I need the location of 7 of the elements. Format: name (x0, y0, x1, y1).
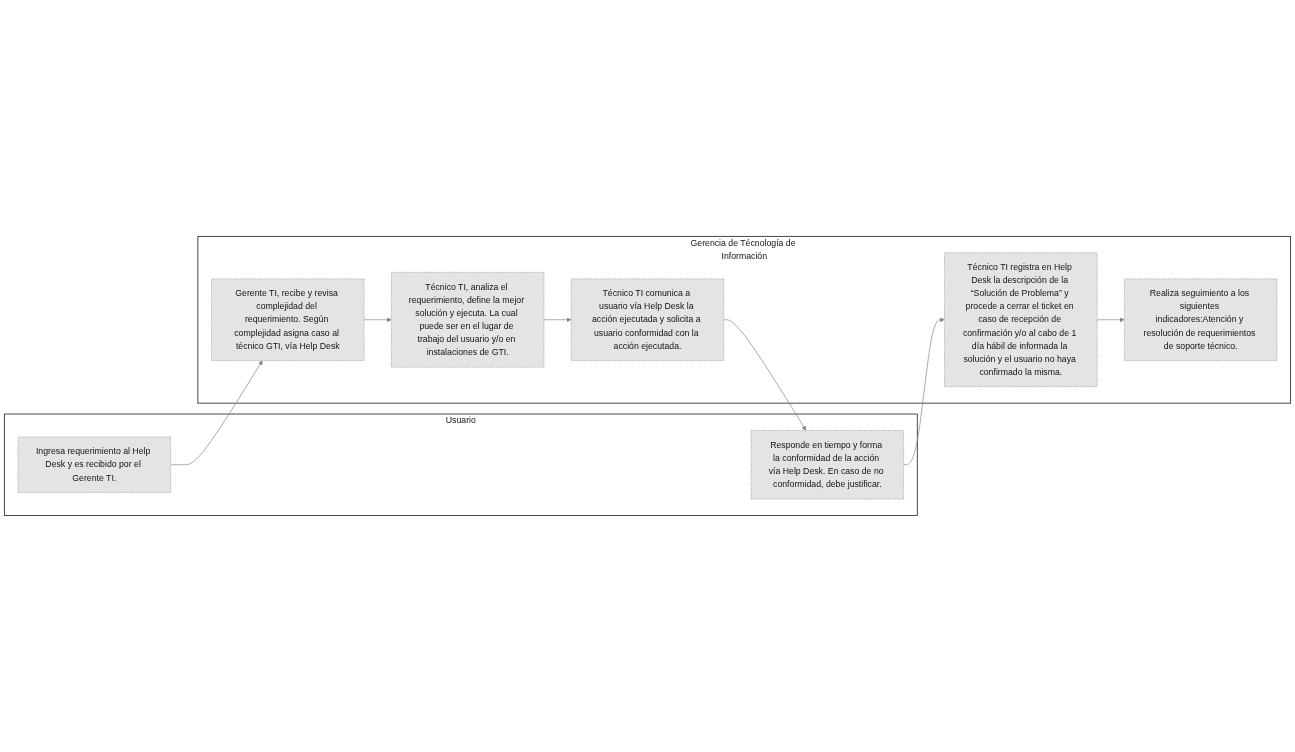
node-box: Técnico TI comunica a usuario vía Help Desk la acción ejecutada y solicita a usuario conformidad con la acción ejecutada. (570, 278, 725, 361)
node-box: Realiza seguimiento a los siguientes indicadores:Atención y resolución de requerimientos de soporte técnico. (1124, 278, 1278, 361)
node-box: Técnico TI registra en Help Desk la descripción de la “Solución de Problema” y procede a cerrar el ticket en caso de recepción de confirmación y/o al cabo de 1 día hábil de informada la solución y el usuario no haya confirmado la misma. (944, 252, 1098, 388)
node-box: Responde en tiempo y forma la conformidad de la acción vía Help Desk. En caso de no conformidad, debe justificar. (750, 430, 904, 500)
node-box: Técnico TI, analiza el requerimiento, define la mejor solución y ejecuta. La cual puede ser en el lugar de trabajo del usuario y/o en instalaciones de GTI. (391, 272, 545, 368)
node-box: Ingresa requerimiento al Help Desk y es recibido por el Gerente TI. (17, 436, 171, 493)
node-box: Gerente TI, recibe y revisa complejidad del requerimiento. Según complejidad asigna caso al técnico GTI, vía Help Desk (211, 278, 365, 361)
